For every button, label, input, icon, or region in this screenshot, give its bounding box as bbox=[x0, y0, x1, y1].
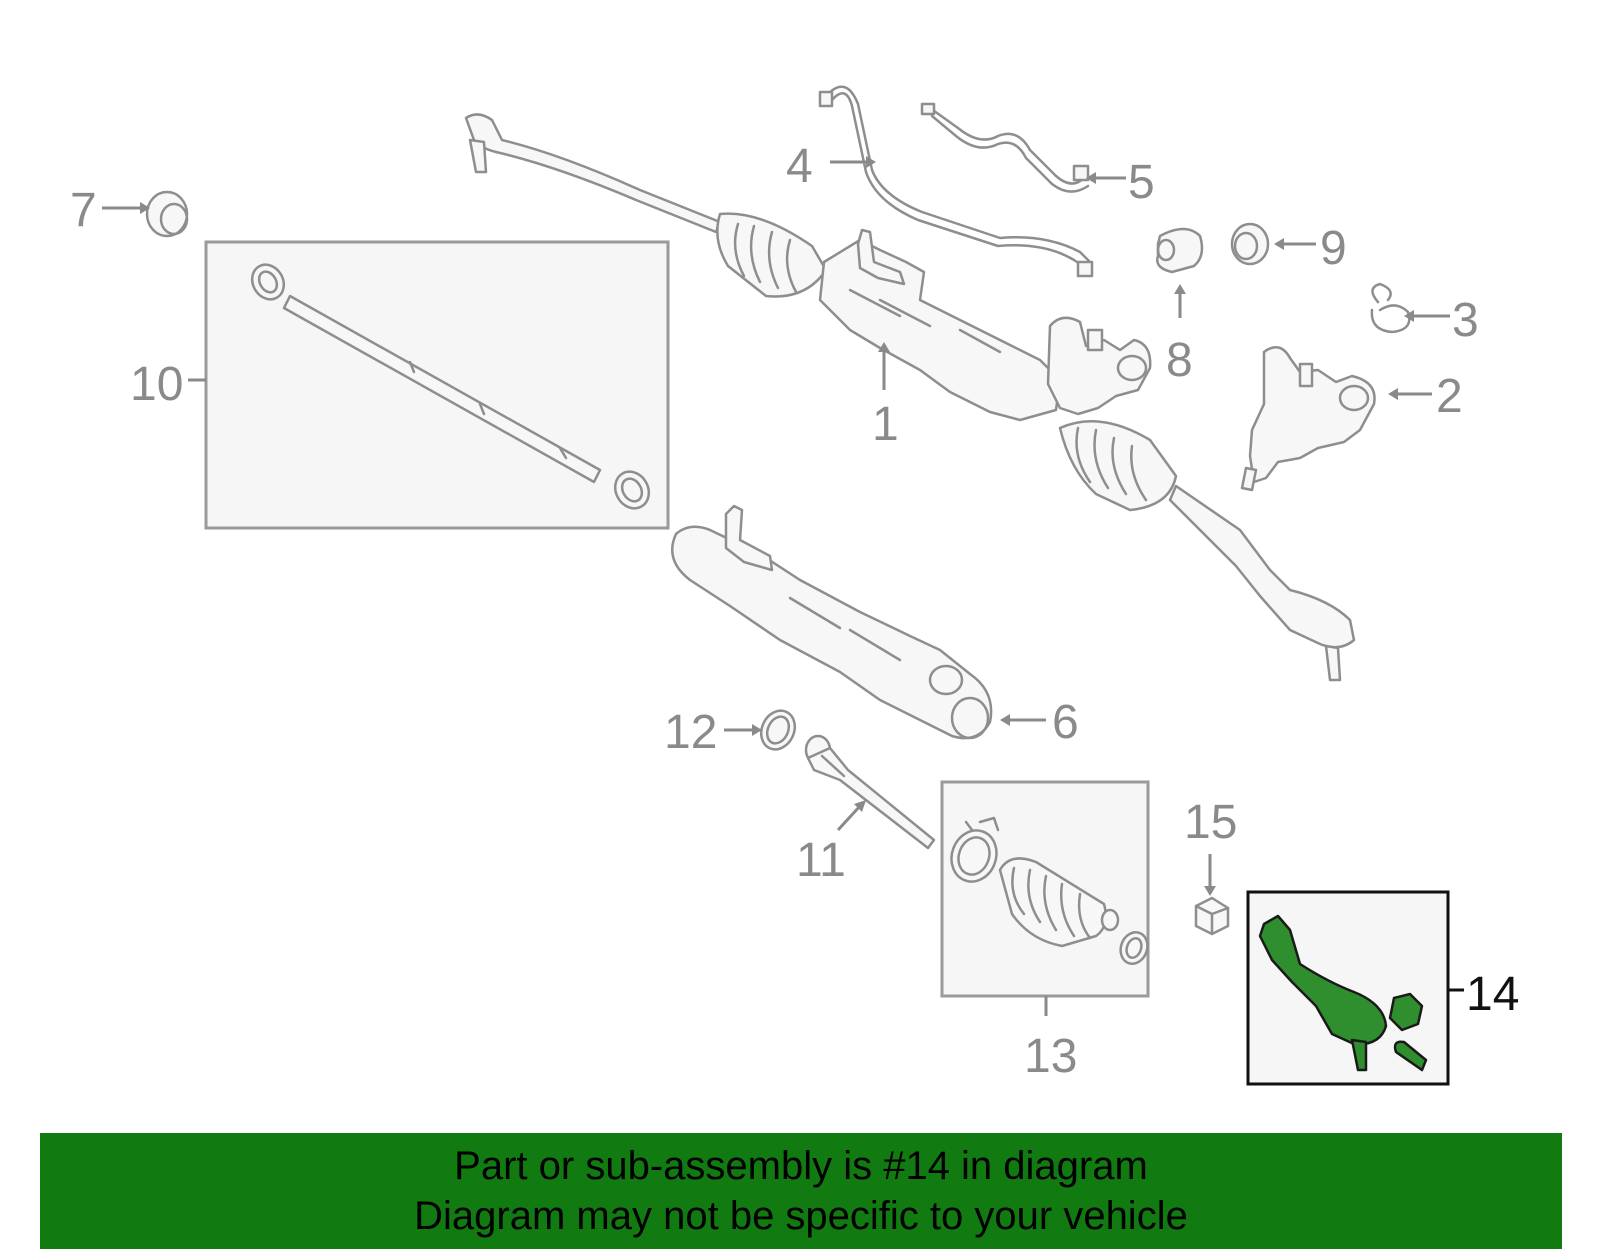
parts-diagram: 10 7 1 4 bbox=[70, 85, 1519, 1086]
part-1-drawing[interactable] bbox=[464, 113, 1356, 682]
part-3-drawing[interactable] bbox=[1370, 282, 1411, 334]
part-6-drawing[interactable] bbox=[671, 504, 993, 740]
callout-9: 9 bbox=[1320, 222, 1347, 275]
callout-5: 5 bbox=[1128, 156, 1155, 209]
part-4-drawing[interactable] bbox=[818, 85, 1094, 278]
callout-1: 1 bbox=[872, 398, 899, 451]
callout-7: 7 bbox=[70, 184, 97, 237]
banner-line-1: Part or sub-assembly is #14 in diagram bbox=[454, 1144, 1148, 1188]
part-13-drawing[interactable] bbox=[944, 816, 1151, 967]
part-7-drawing[interactable] bbox=[145, 190, 189, 238]
callout-11: 11 bbox=[796, 834, 846, 887]
callout-13: 13 bbox=[1024, 1030, 1077, 1083]
callout-10: 10 bbox=[130, 358, 183, 411]
part-11-drawing[interactable] bbox=[804, 734, 936, 850]
callout-15: 15 bbox=[1184, 796, 1237, 849]
part-8-drawing[interactable] bbox=[1156, 227, 1204, 274]
callout-2: 2 bbox=[1436, 370, 1463, 423]
callout-14: 14 bbox=[1466, 968, 1519, 1021]
part-12-drawing[interactable] bbox=[755, 705, 801, 755]
part-15-drawing[interactable] bbox=[1194, 896, 1230, 936]
info-banner: Part or sub-assembly is #14 in diagram D… bbox=[40, 1133, 1562, 1249]
banner-line-2: Diagram may not be specific to your vehi… bbox=[414, 1194, 1188, 1238]
callout-3: 3 bbox=[1452, 294, 1479, 347]
callout-8: 8 bbox=[1166, 334, 1193, 387]
callout-12: 12 bbox=[664, 706, 717, 759]
part-14-drawing[interactable] bbox=[1258, 914, 1428, 1072]
callout-6: 6 bbox=[1052, 696, 1079, 749]
part-5-drawing[interactable] bbox=[920, 102, 1090, 193]
part-9-drawing[interactable] bbox=[1230, 222, 1270, 266]
part-10-drawing[interactable] bbox=[246, 259, 655, 515]
callout-4: 4 bbox=[786, 140, 813, 193]
part-2-drawing[interactable] bbox=[1240, 345, 1376, 492]
